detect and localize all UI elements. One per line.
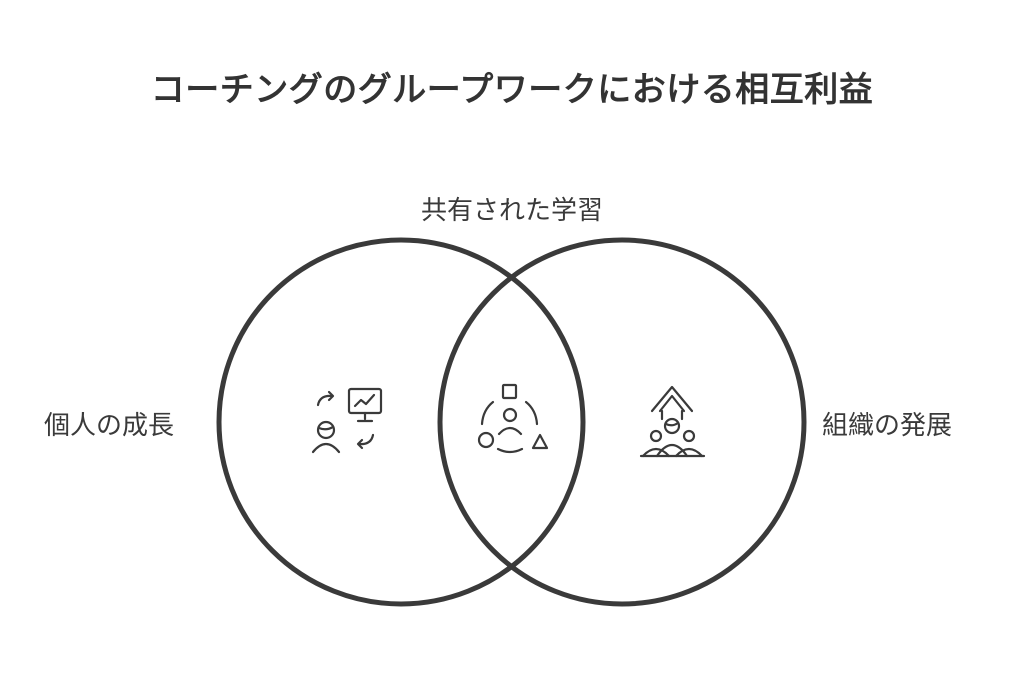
diagram-title: コーチングのグループワークにおける相互利益 — [150, 70, 874, 110]
organization-circle — [437, 237, 807, 607]
organization-growth-icon — [639, 385, 706, 458]
personal-growth-icon — [311, 387, 383, 454]
shared-learning-icon — [477, 383, 549, 454]
shared-learning-label: 共有された学習 — [420, 196, 603, 226]
individual-growth-label: 個人の成長 — [44, 411, 175, 441]
individual-circle — [216, 237, 586, 607]
organization-development-label: 組織の発展 — [822, 411, 953, 441]
